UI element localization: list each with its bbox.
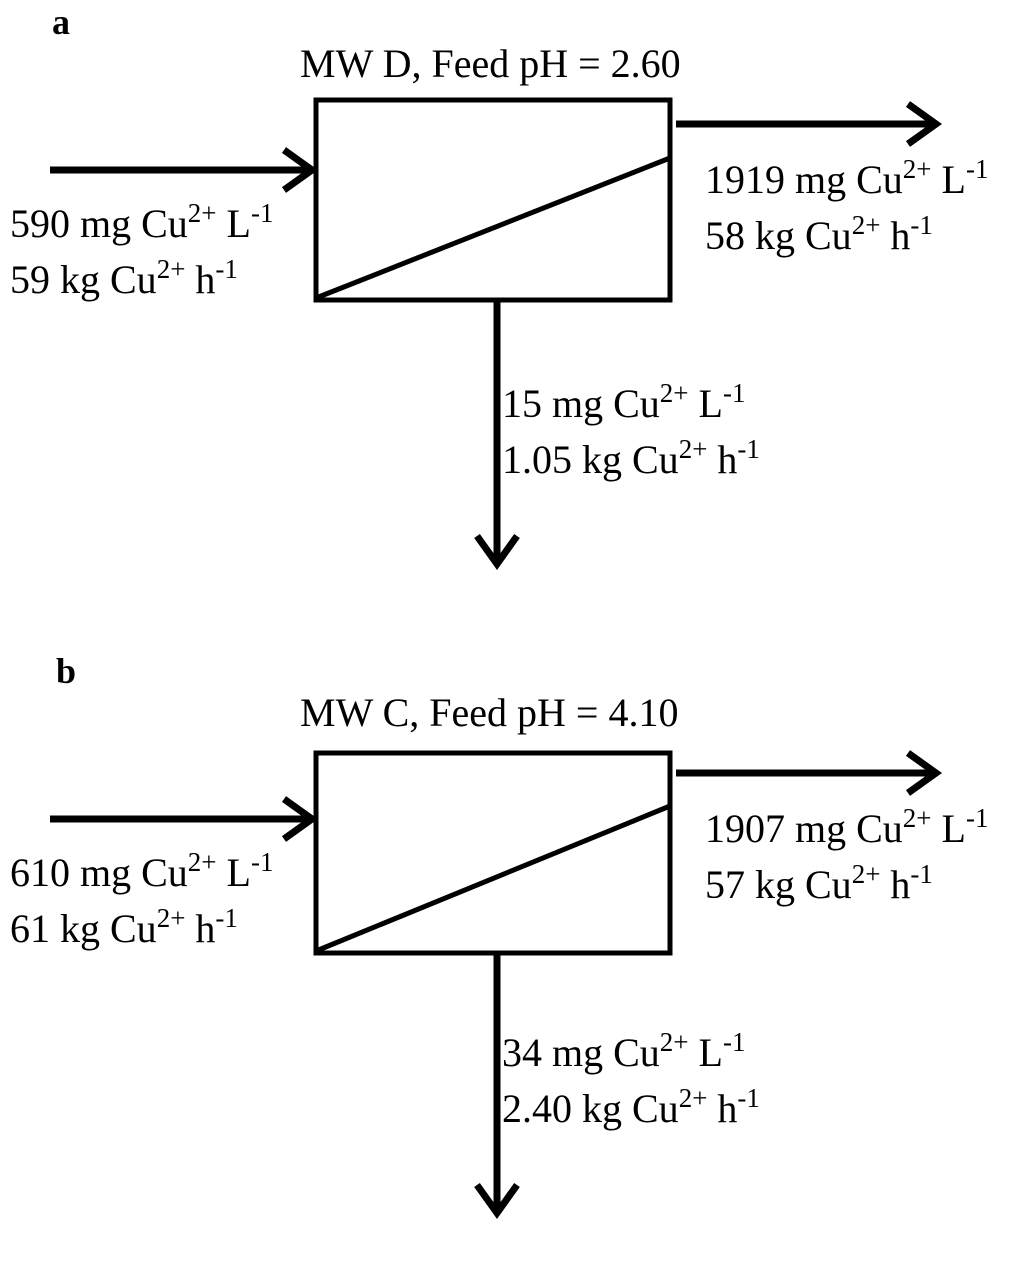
permeate-concentration: 15 mg Cu2+ L-1 (502, 378, 746, 427)
panel-letter: a (52, 2, 70, 42)
retentate-flow: 57 kg Cu2+ h-1 (705, 859, 933, 908)
permeate-concentration: 34 mg Cu2+ L-1 (502, 1027, 746, 1076)
retentate-arrow-head (905, 750, 943, 796)
retentate-flow: 58 kg Cu2+ h-1 (705, 210, 933, 259)
membrane-line (315, 803, 671, 954)
panel-a: a MW D, Feed pH = 2.60 590 mg Cu2+ L-1 5… (0, 0, 1024, 612)
feed-concentration: 590 mg Cu2+ L-1 (10, 198, 274, 247)
feed-arrow-head (281, 147, 319, 193)
membrane-module-box (313, 97, 673, 303)
membrane-line (315, 155, 671, 301)
panel-letter: b (56, 651, 77, 691)
panel-title: MW C, Feed pH = 4.10 (300, 690, 679, 735)
retentate-arrow-head (905, 101, 943, 147)
panel-b: b MW C, Feed pH = 4.10 610 mg Cu2+ L-1 6… (0, 651, 1024, 1265)
feed-flow: 59 kg Cu2+ h-1 (10, 254, 238, 303)
feed-arrow-head (281, 796, 319, 842)
permeate-arrow-head (474, 533, 520, 571)
retentate-concentration: 1907 mg Cu2+ L-1 (705, 803, 989, 852)
retentate-concentration: 1919 mg Cu2+ L-1 (705, 154, 989, 203)
membrane-diagram-b (50, 750, 943, 1220)
permeate-arrow-head (474, 1182, 520, 1220)
feed-flow: 61 kg Cu2+ h-1 (10, 903, 238, 952)
feed-concentration: 610 mg Cu2+ L-1 (10, 847, 274, 896)
membrane-diagram-a (50, 97, 943, 571)
membrane-module-box (313, 750, 673, 956)
permeate-flow: 2.40 kg Cu2+ h-1 (502, 1083, 760, 1132)
permeate-flow: 1.05 kg Cu2+ h-1 (502, 434, 760, 483)
panel-title: MW D, Feed pH = 2.60 (300, 41, 681, 86)
